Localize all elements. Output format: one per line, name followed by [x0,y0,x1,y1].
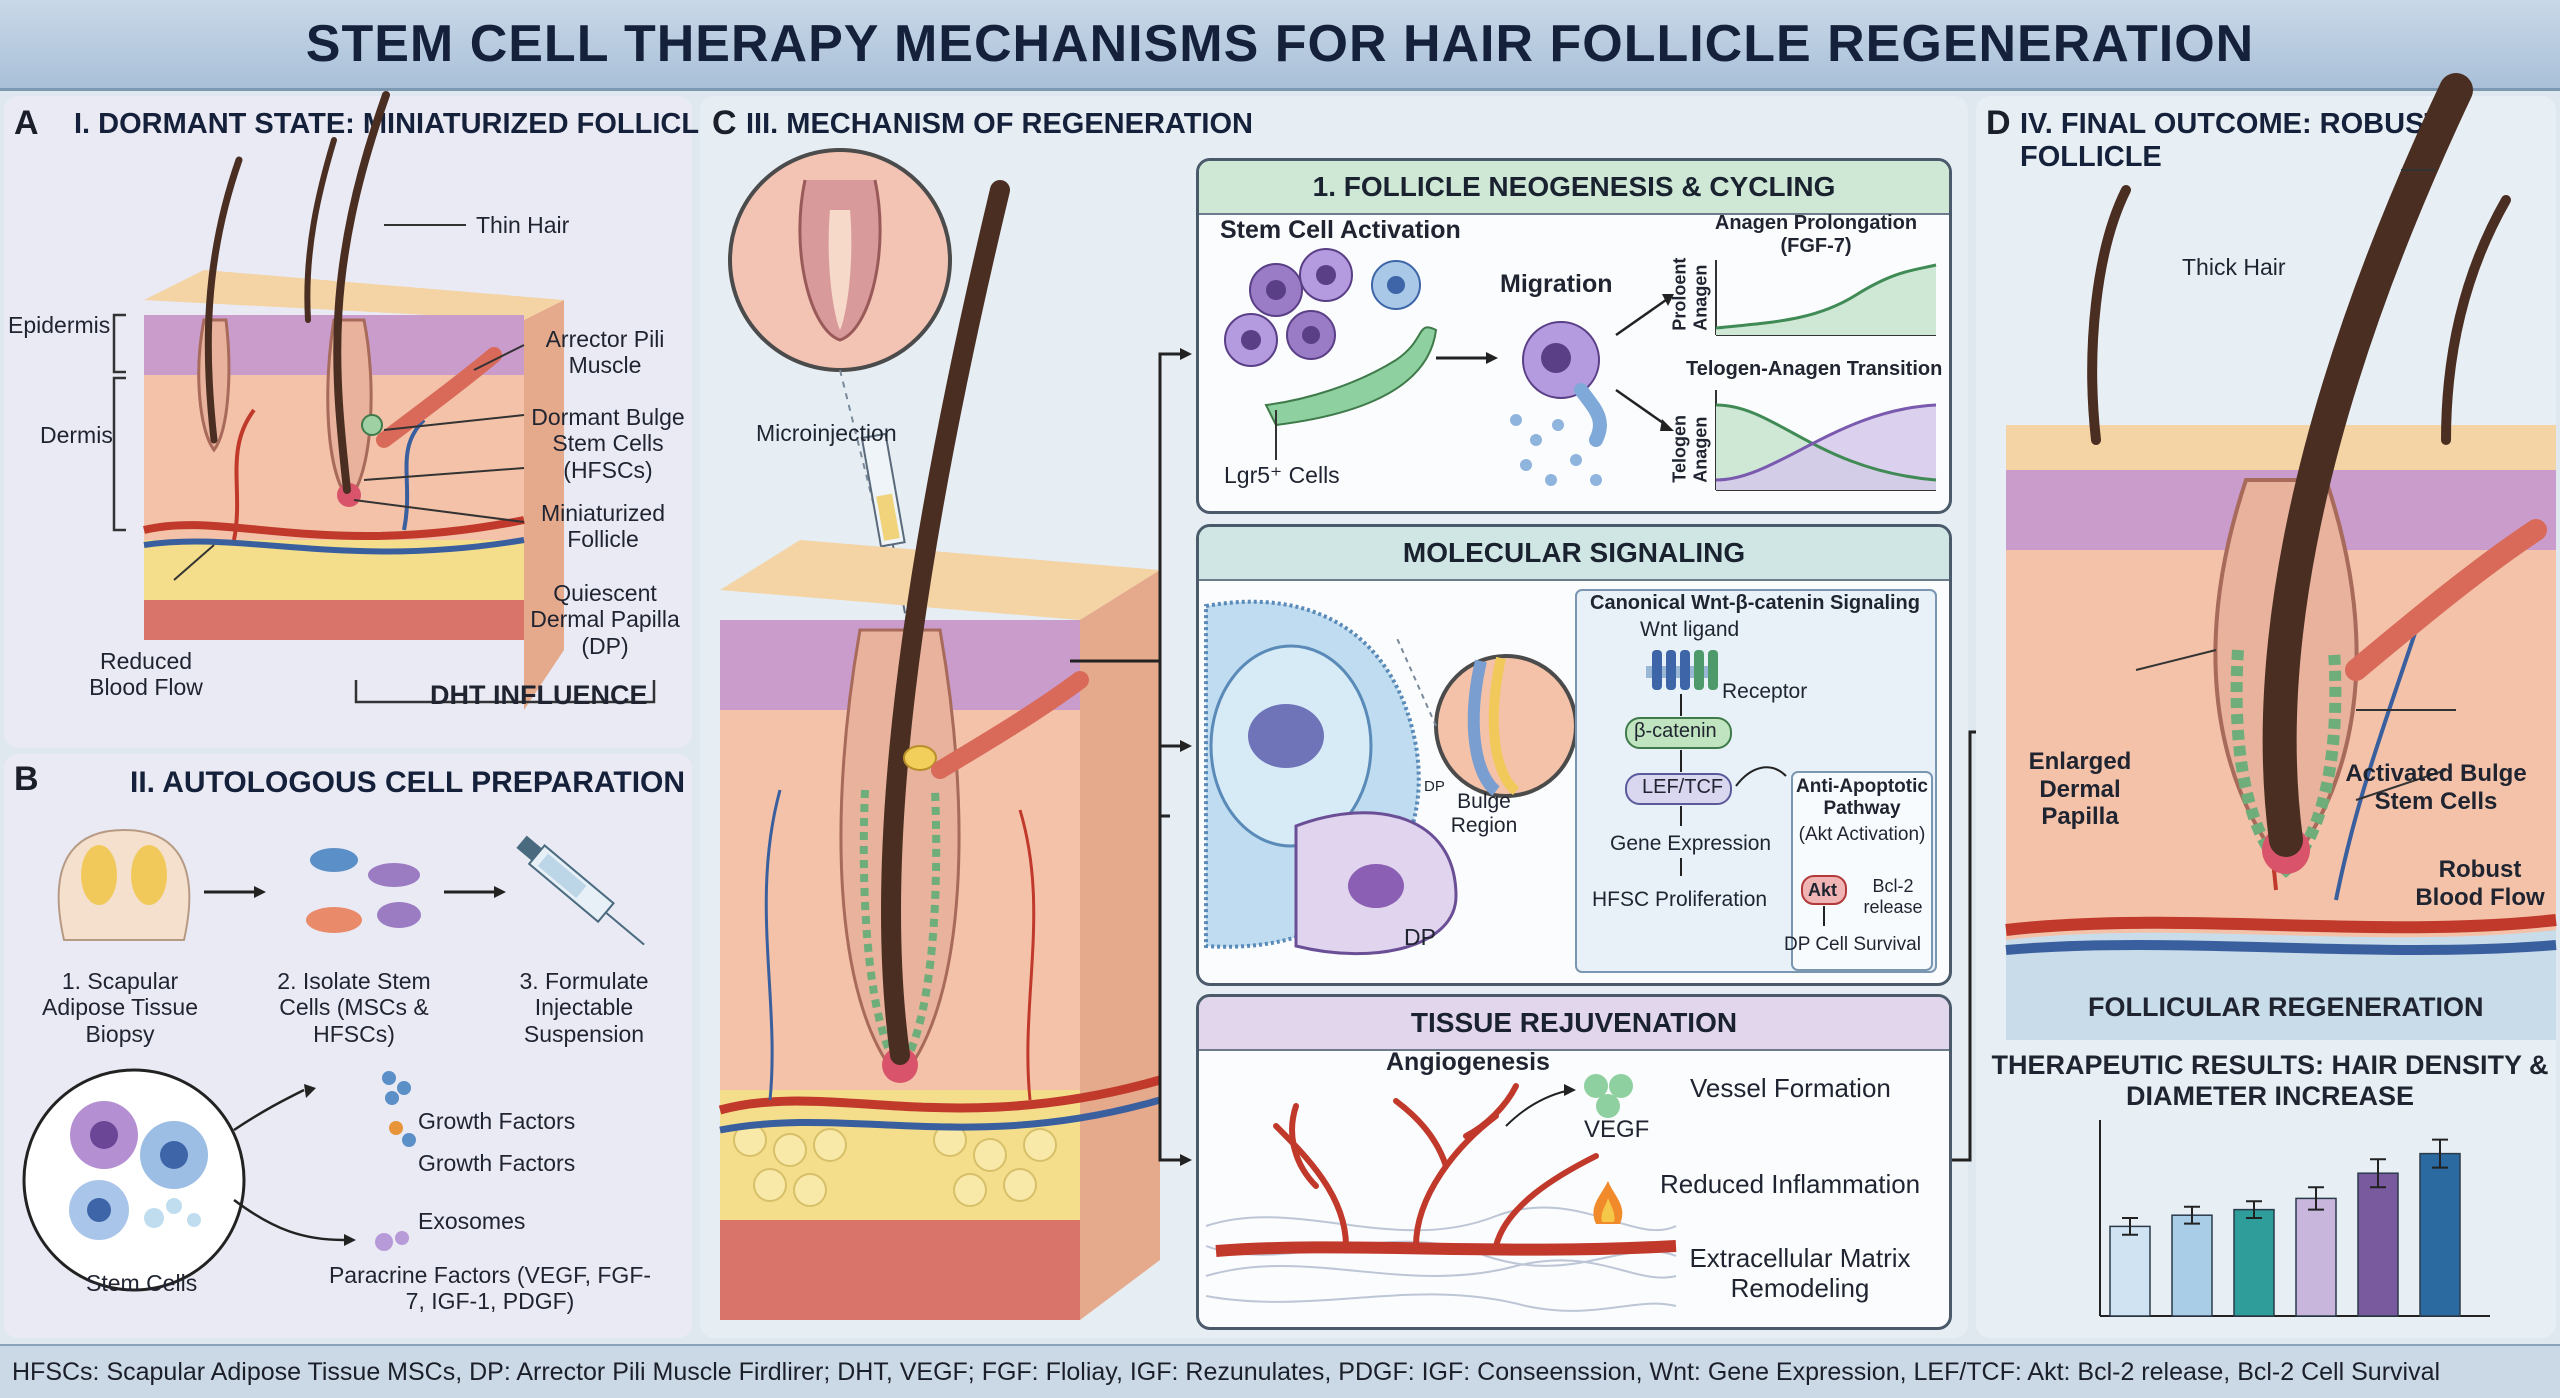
label-inflammation: Reduced Inflammation [1660,1169,1921,1199]
label-activation: Stem Cell Activation [1220,216,1461,244]
result-bar [2171,1214,2213,1317]
label-migration: Migration [1500,270,1613,298]
label-wnt-ligand: Wnt ligand [1640,618,1740,641]
label-miniaturized: Miniaturized Follicle [541,500,665,553]
label-epidermis: Epidermis [8,312,111,338]
neogenesis-illustration [1224,248,1937,491]
label-reduced-blood: Reduced Blood Flow [89,648,203,701]
panel-c-title: III. MECHANISM OF REGENERATION [746,108,1253,140]
panel-c-letter: C [712,104,737,142]
label-receptor: Receptor [1722,680,1808,703]
title-bar: STEM CELL THERAPY MECHANISMS FOR HAIR FO… [0,0,2560,91]
footer-legend: HFSCs: Scapular Adipose Tissue MSCs, DP:… [0,1344,2560,1398]
factor-growth-1: Growth Factors [418,1108,576,1134]
result-error-bar [2308,1186,2324,1211]
label-enlarged-dp: Enlarged Dermal Papilla [2028,748,2132,831]
result-bar [2233,1208,2275,1317]
label-robust-blood: Robust Blood Flow [2415,856,2545,911]
label-angiogenesis: Angiogenesis [1386,1048,1550,1076]
result-error-bar [2184,1205,2200,1225]
result-bar [2419,1152,2461,1317]
label-vessel: Vessel Formation [1690,1073,1891,1103]
factor-growth-2: Growth Factors [418,1150,576,1176]
preparation-illustration [22,828,645,1292]
step-biopsy: 1. Scapular Adipose Tissue Biopsy [42,968,198,1047]
label-arrector: Arrector Pili Muscle [545,326,665,379]
result-error-bar [2432,1138,2448,1169]
label-hfsc-prolif: HFSC Proliferation [1592,888,1768,911]
chart-title: THERAPEUTIC RESULTS: HAIR DENSITY & DIAM… [1991,1050,2549,1112]
label-akt: Akt [1808,880,1838,900]
label-microinjection: Microinjection [756,420,897,446]
robust-follicle-illustration [2005,73,2557,1040]
step-isolate: 2. Isolate Stem Cells (MSCs & HFSCs) [277,968,431,1047]
label-activated-bulge: Activated Bulge Stem Cells [2345,760,2527,815]
page-title: STEM CELL THERAPY MECHANISMS FOR HAIR FO… [305,15,2255,73]
factor-exosomes: Exosomes [418,1208,526,1234]
label-dht: DHT INFLUENCE [430,680,648,710]
rejuvenation-illustration [1205,1074,1677,1312]
panel-a-letter: A [14,104,39,142]
step-formulate: 3. Formulate Injectable Suspension [519,968,649,1047]
label-thick-hair: Thick Hair [2182,254,2286,280]
label-dp: DP [1404,924,1436,950]
dormant-skin-illustration [112,91,656,710]
label-transition-title: Telogen-Anagen Transition [1686,358,1943,380]
box-signaling-title: MOLECULAR SIGNALING [1199,527,1949,581]
box-neogenesis-title: 1. FOLLICLE NEOGENESIS & CYCLING [1199,161,1949,215]
axis-anagen: Proloent Anagen [1669,257,1710,331]
label-stem-cells: Stem Cells [86,1270,198,1296]
label-quiescent: Quiescent Dermal Papilla (DP) [530,580,680,659]
panel-b-title: II. AUTOLOGOUS CELL PREPARATION [130,766,686,799]
label-gene-expression: Gene Expression [1610,832,1772,855]
panel-d-title: IV. FINAL OUTCOME: ROBUST FOLLICLE [2020,108,2443,173]
label-regeneration: FOLLICULAR REGENERATION [2088,992,2484,1022]
label-dp-survival: DP Cell Survival [1784,934,1921,955]
label-lgr5: Lgr5⁺ Cells [1224,462,1340,488]
results-chart [2099,1120,2490,1317]
signaling-illustration [1204,589,1937,973]
label-dp-small: DP [1424,778,1445,795]
box-rejuvenation-title: TISSUE REJUVENATION [1199,997,1949,1051]
footer-text: HFSCs: Scapular Adipose Tissue MSCs, DP:… [12,1358,2441,1386]
result-bar [2109,1225,2151,1317]
label-anti-apoptotic: Anti-Apoptotic Pathway [1796,776,1928,819]
label-wnt-title: Canonical Wnt-β-catenin Signaling [1590,592,1920,614]
label-dermis: Dermis [40,422,113,448]
result-bar [2357,1172,2399,1317]
panel-a-title: I. DORMANT STATE: MINIATURIZED FOLLICLE [74,108,719,140]
label-ecm: Extracellular Matrix Remodeling [1689,1243,1911,1303]
label-akt-activation: (Akt Activation) [1798,824,1926,845]
label-thin-hair: Thin Hair [476,212,570,238]
result-error-bar [2370,1158,2386,1189]
label-paracrine: Paracrine Factors (VEGF, FGF-7, IGF-1, P… [328,1262,652,1315]
label-lef-tcf: LEF/TCF [1642,776,1724,798]
label-beta-catenin: β-catenin [1634,720,1717,742]
axis-telogen: Telogen Anagen [1669,415,1710,483]
box-rejuvenation: TISSUE REJUVENATION [1196,994,1952,1330]
label-dormant-bulge: Dormant Bulge Stem Cells (HFSCs) [531,404,685,483]
result-error-bar [2246,1200,2262,1219]
label-anagen-title: Anagen Prolongation (FGF-7) [1714,212,1918,257]
regeneration-skin-illustration [718,148,1162,1320]
result-error-bar [2122,1217,2138,1236]
result-bar [2295,1197,2337,1317]
label-bulge-region: Bulge Region [1450,790,1518,838]
panel-d-letter: D [1986,104,2011,142]
connector-arrows [1070,348,1998,1166]
panel-b-letter: B [14,760,39,798]
label-bcl2: Bcl-2 release [1863,876,1923,917]
label-vegf: VEGF [1584,1116,1650,1143]
